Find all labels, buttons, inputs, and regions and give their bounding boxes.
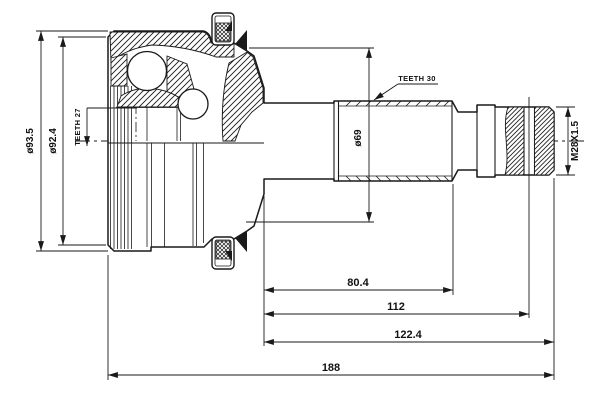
dim-text-stem-length: 122.4: [394, 329, 422, 341]
callout-teeth-30: [373, 83, 438, 101]
thread-partial-section: [504, 106, 525, 176]
dim-text-groove-length: 112: [387, 301, 405, 313]
cage-section-left: [110, 53, 128, 87]
dimension-thread-m28: [556, 106, 575, 176]
bearing-ball-large: [126, 50, 168, 92]
label-teeth-inner: TEETH 27: [73, 108, 82, 145]
extension-lines: [107, 97, 555, 380]
label-teeth-shaft: TEETH 30: [398, 74, 435, 83]
dimension-dia-69: [246, 47, 374, 223]
outer-race-section: [109, 31, 264, 142]
boot-edge-flag-top: [235, 30, 247, 51]
thread-partial-section: [534, 106, 555, 176]
boot-clamp-bottom: [211, 236, 235, 270]
label-dia-boot: ø69: [353, 129, 364, 147]
threaded-end-section: [476, 105, 555, 177]
dim-text-overall-length: 188: [322, 362, 340, 374]
callout-teeth-27: [84, 107, 137, 146]
boot-pleat-ribs: [110, 86, 132, 249]
clamp-buckle-tab: [225, 21, 232, 31]
bearing-ball-small: [177, 88, 209, 120]
boot-edge-flag-bottom: [235, 231, 247, 252]
dim-text-spline-length: 80.4: [347, 277, 369, 289]
spline-shaft-section: [333, 100, 453, 182]
dimension-dia-93-5: [36, 30, 108, 252]
label-thread-spec: M28X1.5: [570, 121, 581, 161]
boot-clamp-top: [211, 12, 235, 46]
label-dia-race: ø92.4: [48, 128, 59, 154]
exterior-lower-edges: [108, 142, 264, 247]
label-dia-outer: ø93.5: [25, 128, 36, 154]
clamp-buckle-tab: [225, 251, 232, 261]
dimension-dia-92-4: [58, 36, 106, 246]
